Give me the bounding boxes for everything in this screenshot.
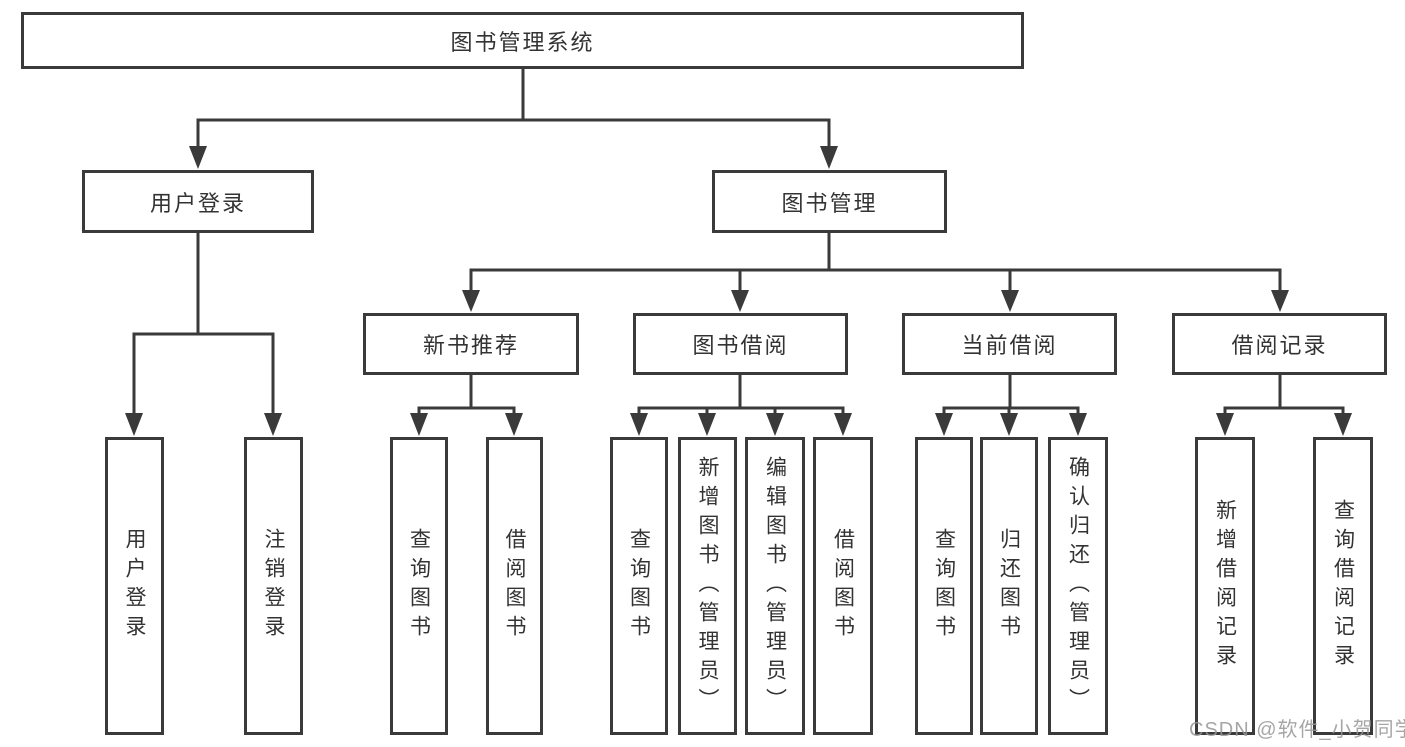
node-book-borrowing: 图书借阅	[633, 313, 848, 375]
node-book-management-label: 图书管理	[781, 190, 878, 216]
leaf-add-books-admin: 新增图书（管理员）	[678, 437, 737, 735]
leaf-user-login: 用户登录	[105, 437, 164, 735]
leaf-return-books-label: 归还图书	[997, 528, 1021, 644]
node-library-system: 图书管理系统	[21, 12, 1024, 69]
node-current-borrowing-label: 当前借阅	[961, 333, 1058, 358]
leaf-query-borrow-record-label: 查询借阅记录	[1331, 499, 1355, 673]
leaf-query-borrow-record: 查询借阅记录	[1313, 437, 1373, 735]
leaf-logout: 注销登录	[244, 437, 303, 735]
node-user-login: 用户登录	[82, 170, 314, 233]
leaf-borrowing-borrow-books: 借阅图书	[813, 437, 873, 735]
leaf-current-query-books-label: 查询图书	[932, 528, 956, 644]
leaf-return-books: 归还图书	[980, 437, 1038, 735]
leaf-add-books-admin-label: 新增图书（管理员）	[696, 455, 719, 717]
node-book-management: 图书管理	[712, 170, 947, 233]
leaf-recommend-borrow-books-label: 借阅图书	[503, 528, 526, 644]
leaf-confirm-return-admin-label: 确认归还（管理员）	[1066, 455, 1090, 717]
node-new-book-recommend-label: 新书推荐	[422, 333, 519, 358]
leaf-recommend-query-books: 查询图书	[390, 437, 448, 735]
leaf-user-login-label: 用户登录	[123, 528, 146, 644]
node-new-book-recommend: 新书推荐	[363, 313, 579, 375]
arrowheads	[125, 146, 1352, 436]
leaf-add-borrow-record-label: 新增借阅记录	[1213, 499, 1237, 673]
leaf-add-borrow-record: 新增借阅记录	[1195, 437, 1255, 735]
csdn-watermark: CSDN @软件_小贺同学	[1189, 719, 1405, 741]
node-book-borrowing-label: 图书借阅	[692, 333, 789, 358]
node-borrowing-records-label: 借阅记录	[1231, 333, 1328, 358]
node-current-borrowing: 当前借阅	[902, 313, 1117, 375]
leaf-borrowing-query-books: 查询图书	[610, 437, 668, 735]
node-library-system-label: 图书管理系统	[450, 29, 595, 55]
node-borrowing-records: 借阅记录	[1172, 313, 1387, 375]
leaf-logout-label: 注销登录	[262, 528, 285, 644]
leaf-recommend-query-books-label: 查询图书	[407, 528, 431, 644]
leaf-recommend-borrow-books: 借阅图书	[486, 437, 543, 735]
leaf-confirm-return-admin: 确认归还（管理员）	[1048, 437, 1108, 735]
leaf-current-query-books: 查询图书	[915, 437, 973, 735]
leaf-edit-books-admin: 编辑图书（管理员）	[745, 437, 805, 735]
node-user-login-label: 用户登录	[149, 190, 246, 216]
leaf-edit-books-admin-label: 编辑图书（管理员）	[763, 455, 787, 717]
leaf-borrowing-borrow-books-label: 借阅图书	[831, 528, 855, 644]
leaf-borrowing-query-books-label: 查询图书	[627, 528, 651, 644]
